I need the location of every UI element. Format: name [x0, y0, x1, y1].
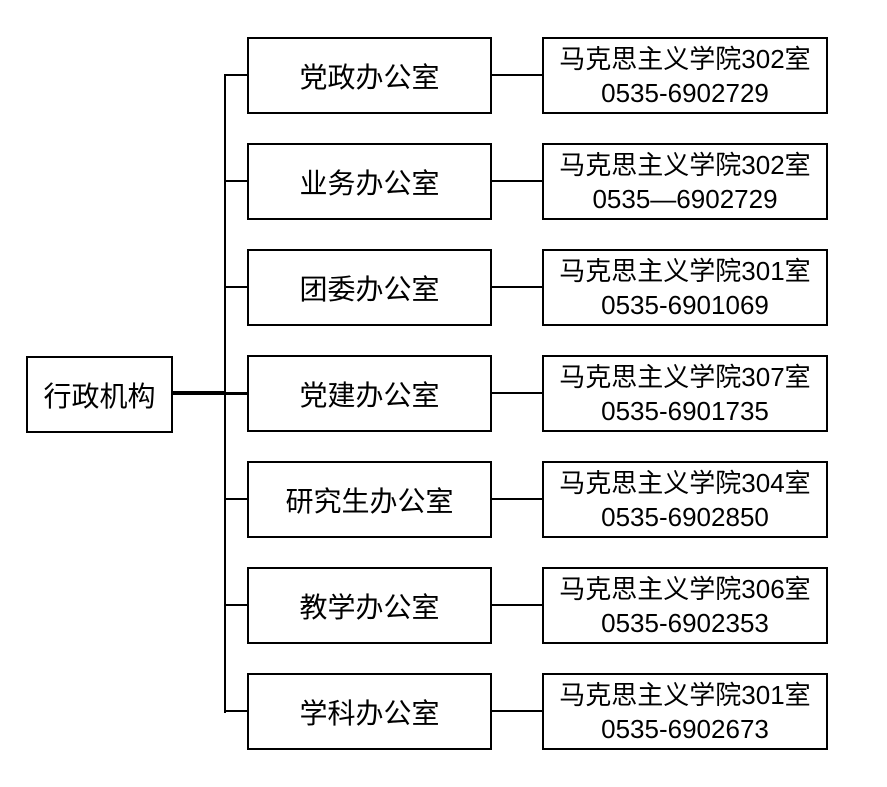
detail-location: 马克思主义学院307室 [559, 361, 811, 392]
branch-line [224, 604, 247, 606]
office-node: 教学办公室 [247, 567, 492, 644]
branch-line [224, 74, 247, 76]
org-row: 教学办公室 马克思主义学院306室 0535-6902353 [0, 567, 887, 644]
detail-node: 马克思主义学院306室 0535-6902353 [542, 567, 828, 644]
office-detail-line [492, 604, 542, 606]
detail-location: 马克思主义学院302室 [559, 149, 811, 180]
office-label: 党建办公室 [299, 379, 440, 411]
office-detail-line [492, 74, 542, 76]
office-node: 业务办公室 [247, 143, 492, 220]
org-row: 业务办公室 马克思主义学院302室 0535—6902729 [0, 143, 887, 220]
office-detail-line [492, 498, 542, 500]
office-detail-line [492, 392, 542, 394]
branch-line [224, 180, 247, 182]
detail-location: 马克思主义学院304室 [559, 467, 811, 498]
detail-phone: 0535-6902850 [601, 501, 769, 532]
office-label: 团委办公室 [299, 273, 440, 305]
office-node: 党建办公室 [247, 355, 492, 432]
office-label: 业务办公室 [299, 167, 440, 199]
org-row: 研究生办公室 马克思主义学院304室 0535-6902850 [0, 461, 887, 538]
detail-node: 马克思主义学院307室 0535-6901735 [542, 355, 828, 432]
detail-location: 马克思主义学院301室 [559, 679, 811, 710]
detail-phone: 0535-6902353 [601, 607, 769, 638]
org-row: 团委办公室 马克思主义学院301室 0535-6901069 [0, 249, 887, 326]
detail-phone: 0535-6902729 [601, 77, 769, 108]
org-row: 党建办公室 马克思主义学院307室 0535-6901735 [0, 355, 887, 432]
office-node: 研究生办公室 [247, 461, 492, 538]
office-node: 党政办公室 [247, 37, 492, 114]
detail-node: 马克思主义学院301室 0535-6902673 [542, 673, 828, 750]
office-label: 学科办公室 [299, 697, 440, 729]
root-connector-line [173, 391, 226, 395]
detail-location: 马克思主义学院306室 [559, 573, 811, 604]
branch-line [224, 710, 247, 712]
detail-phone: 0535-6901735 [601, 395, 769, 426]
office-node: 团委办公室 [247, 249, 492, 326]
detail-phone: 0535—6902729 [592, 183, 778, 214]
org-row: 党政办公室 马克思主义学院302室 0535-6902729 [0, 37, 887, 114]
detail-node: 马克思主义学院302室 0535-6902729 [542, 37, 828, 114]
detail-location: 马克思主义学院301室 [559, 255, 811, 286]
detail-node: 马克思主义学院301室 0535-6901069 [542, 249, 828, 326]
office-detail-line [492, 180, 542, 182]
root-node-label: 行政机构 [43, 380, 156, 412]
detail-node: 马克思主义学院304室 0535-6902850 [542, 461, 828, 538]
office-detail-line [492, 710, 542, 712]
branch-line [224, 498, 247, 500]
detail-phone: 0535-6901069 [601, 289, 769, 320]
office-label: 党政办公室 [299, 61, 440, 93]
detail-phone: 0535-6902673 [601, 713, 769, 744]
office-node: 学科办公室 [247, 673, 492, 750]
office-label: 研究生办公室 [285, 485, 454, 517]
root-node: 行政机构 [26, 356, 173, 433]
detail-node: 马克思主义学院302室 0535—6902729 [542, 143, 828, 220]
office-label: 教学办公室 [299, 591, 440, 623]
detail-location: 马克思主义学院302室 [559, 43, 811, 74]
branch-line [224, 392, 247, 395]
branch-line [224, 286, 247, 288]
org-row: 学科办公室 马克思主义学院301室 0535-6902673 [0, 673, 887, 750]
office-detail-line [492, 286, 542, 288]
